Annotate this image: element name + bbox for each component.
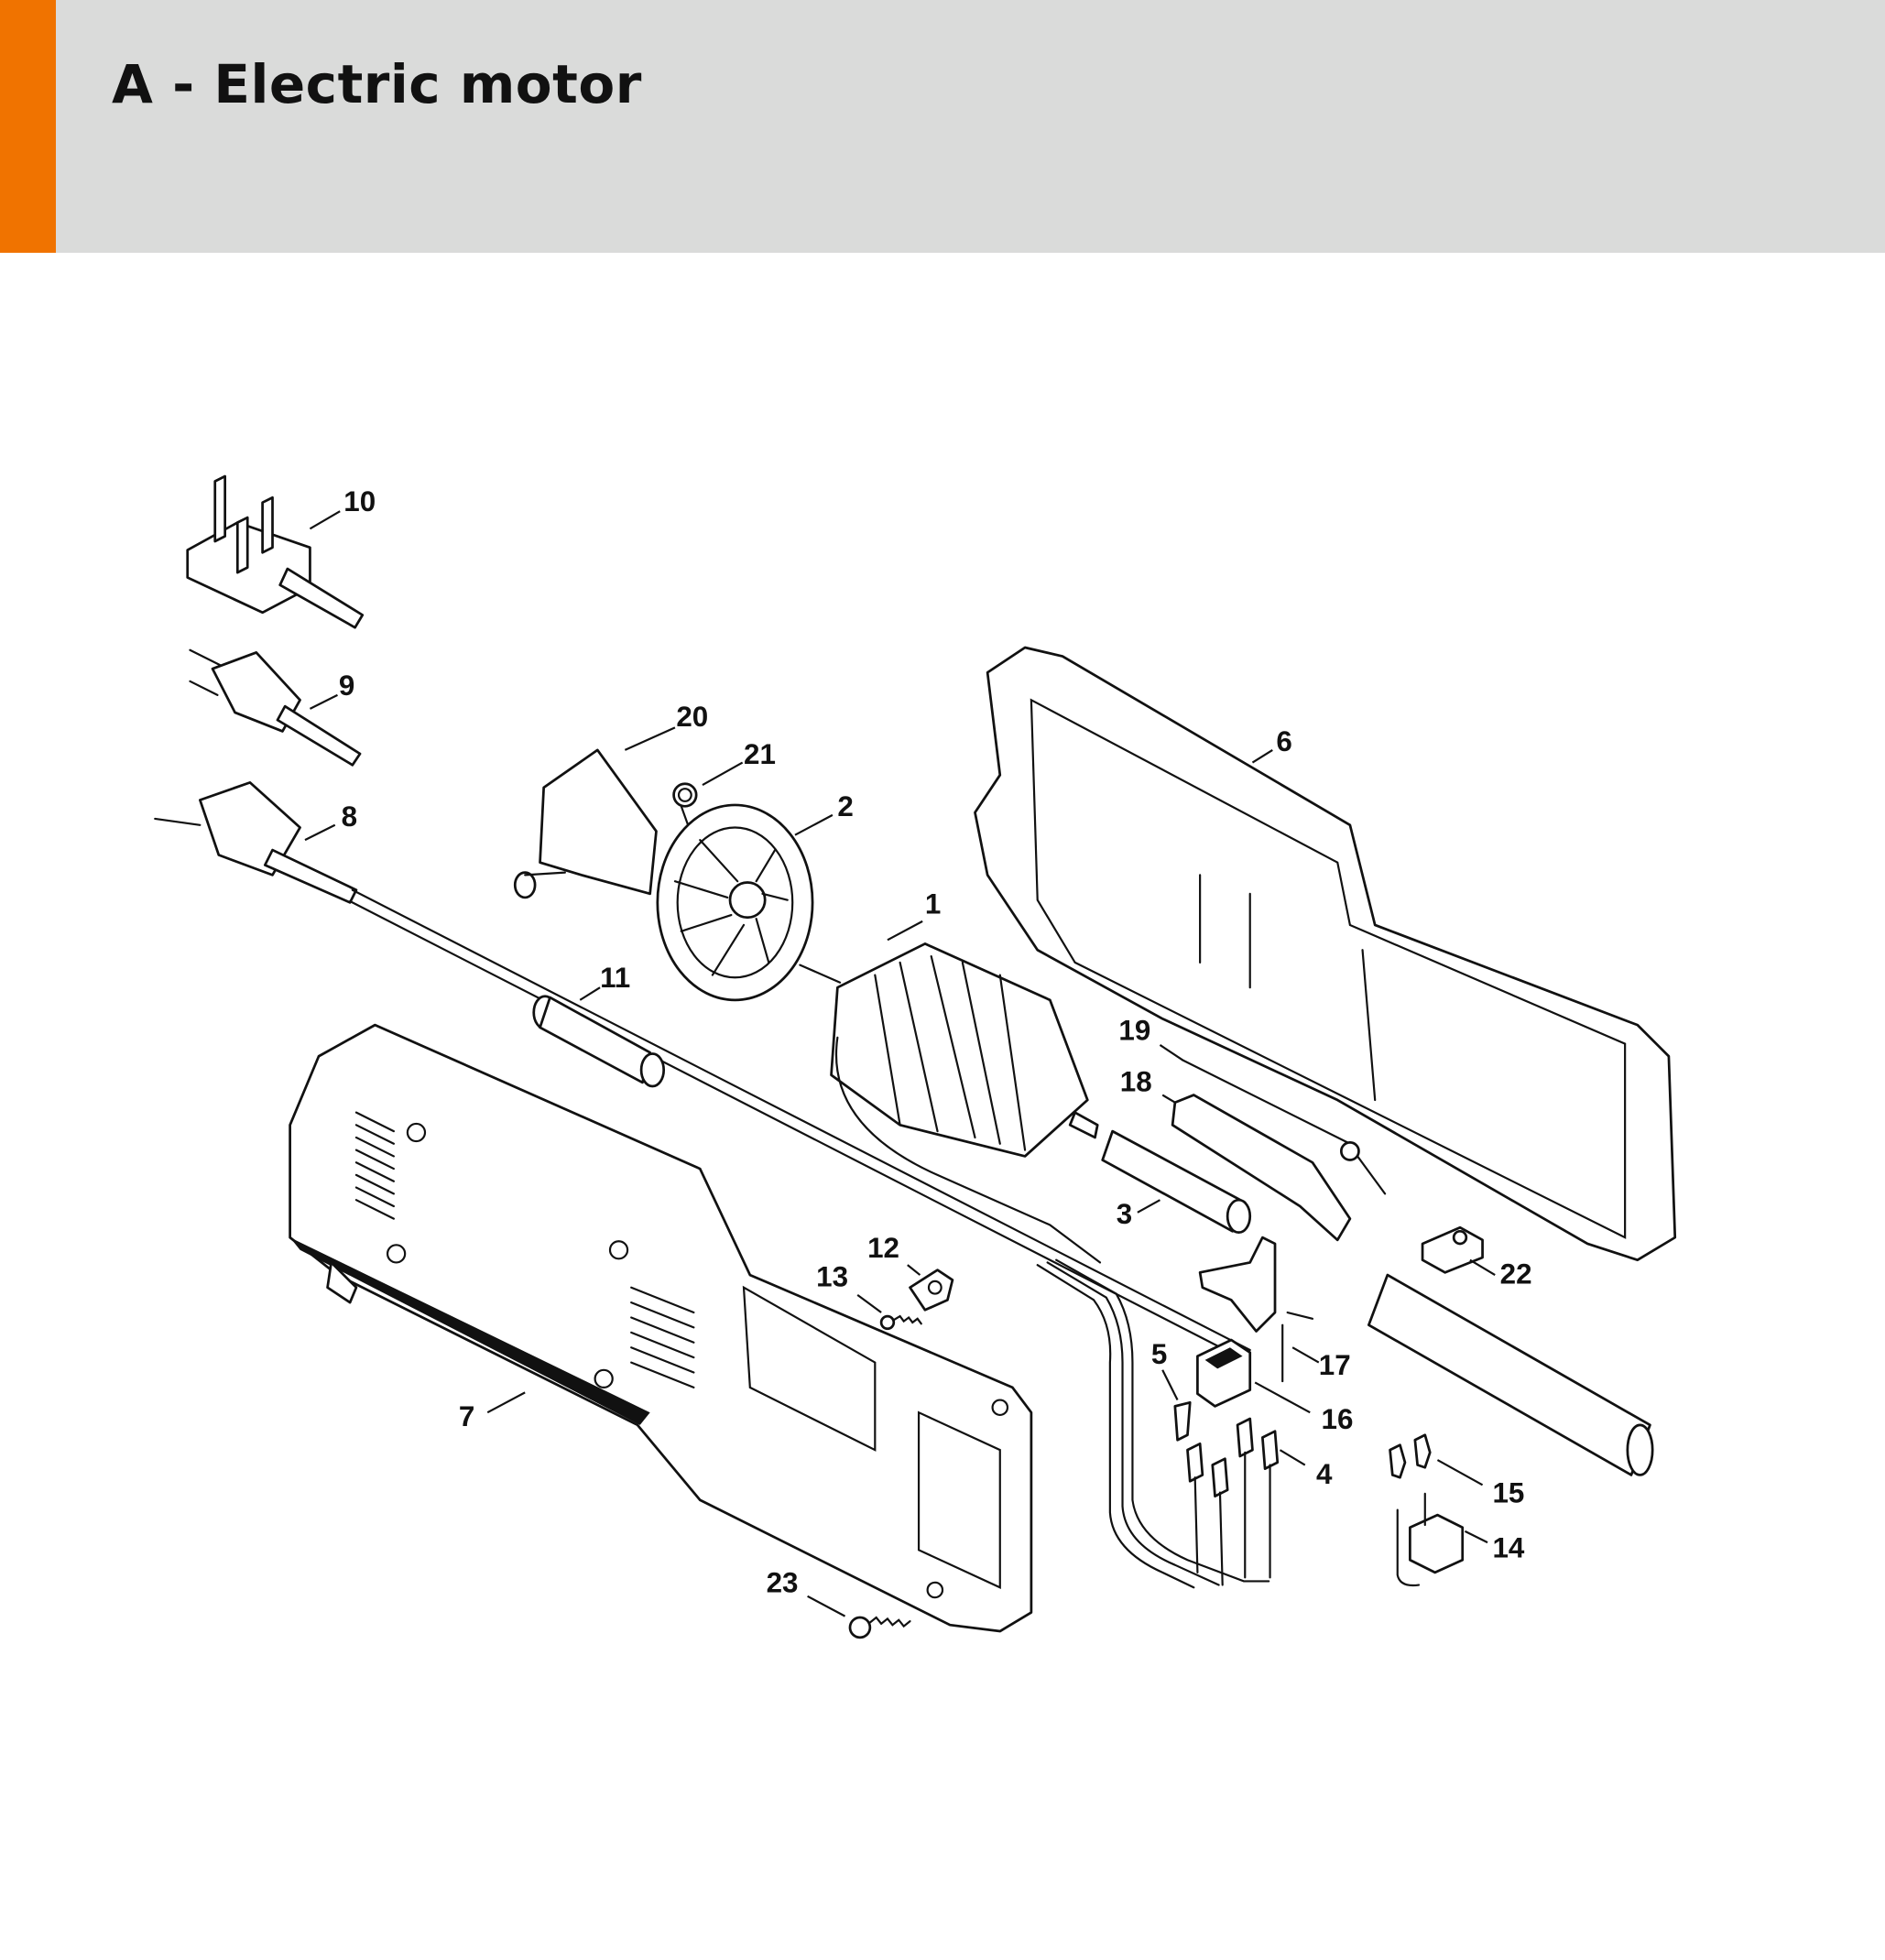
callout-4[interactable]: 4 xyxy=(1316,1458,1333,1490)
part-19-spring-wire[interactable] xyxy=(1181,1059,1387,1195)
part-3-tube[interactable] xyxy=(1101,1129,1252,1235)
header-accent-stripe xyxy=(0,0,56,253)
callout-1[interactable]: 1 xyxy=(925,888,941,920)
callout-21[interactable]: 21 xyxy=(744,738,776,770)
callout-22[interactable]: 22 xyxy=(1500,1258,1532,1290)
part-23-screw[interactable] xyxy=(848,1616,911,1639)
part-6-housing-half[interactable] xyxy=(974,646,1677,1262)
callout-19[interactable]: 19 xyxy=(1118,1015,1150,1047)
part-1-motor-armature[interactable] xyxy=(799,942,1102,1264)
leader-lines xyxy=(304,510,1496,1617)
part-9-euro-plug[interactable] xyxy=(189,648,362,767)
callout-labels: 1 2 3 4 5 6 7 8 9 10 11 12 13 14 15 16 1… xyxy=(339,485,1532,1598)
callout-8[interactable]: 8 xyxy=(342,800,357,833)
callout-14[interactable]: 14 xyxy=(1492,1532,1524,1564)
callout-6[interactable]: 6 xyxy=(1276,725,1291,757)
handle-tube xyxy=(1367,1273,1654,1476)
part-8-schuko-plug[interactable] xyxy=(154,781,1251,1361)
part-5-connector[interactable] xyxy=(1173,1400,1192,1442)
part-12-cable-clamp[interactable] xyxy=(909,1269,954,1312)
callout-10[interactable]: 10 xyxy=(343,485,376,517)
part-15-terminals[interactable] xyxy=(1389,1433,1432,1479)
callout-13[interactable]: 13 xyxy=(816,1260,848,1292)
part-14-suppressor[interactable] xyxy=(1396,1492,1465,1587)
callout-7[interactable]: 7 xyxy=(459,1400,474,1432)
part-22-block[interactable] xyxy=(1421,1225,1484,1274)
part-2-fan-impeller[interactable] xyxy=(656,803,814,1002)
part-17-switch-lever[interactable] xyxy=(1198,1236,1314,1383)
part-11-cable-sleeve[interactable] xyxy=(532,995,666,1088)
part-13-screw[interactable] xyxy=(879,1314,922,1331)
callout-3[interactable]: 3 xyxy=(1117,1198,1132,1230)
part-18-lever[interactable] xyxy=(1171,1094,1352,1242)
callout-23[interactable]: 23 xyxy=(767,1567,799,1599)
callout-17[interactable]: 17 xyxy=(1319,1349,1351,1381)
part-7-housing-cover[interactable] xyxy=(289,1023,1033,1633)
callout-20[interactable]: 20 xyxy=(676,701,708,733)
part-20-brush-holder[interactable] xyxy=(513,748,658,899)
callout-16[interactable]: 16 xyxy=(1322,1403,1354,1435)
header-bar xyxy=(0,0,1885,253)
callout-15[interactable]: 15 xyxy=(1492,1476,1524,1508)
part-16-rocker-switch[interactable] xyxy=(1196,1338,1252,1408)
callout-18[interactable]: 18 xyxy=(1120,1065,1152,1097)
callout-9[interactable]: 9 xyxy=(339,670,354,702)
callout-2[interactable]: 2 xyxy=(837,790,853,822)
callout-5[interactable]: 5 xyxy=(1151,1338,1167,1370)
part-4-cable-lugs[interactable] xyxy=(1036,1258,1280,1589)
part-10-uk-plug[interactable] xyxy=(186,474,365,629)
callout-11[interactable]: 11 xyxy=(600,962,630,994)
callout-12[interactable]: 12 xyxy=(867,1232,899,1264)
page-title: A - Electric motor xyxy=(112,53,642,115)
